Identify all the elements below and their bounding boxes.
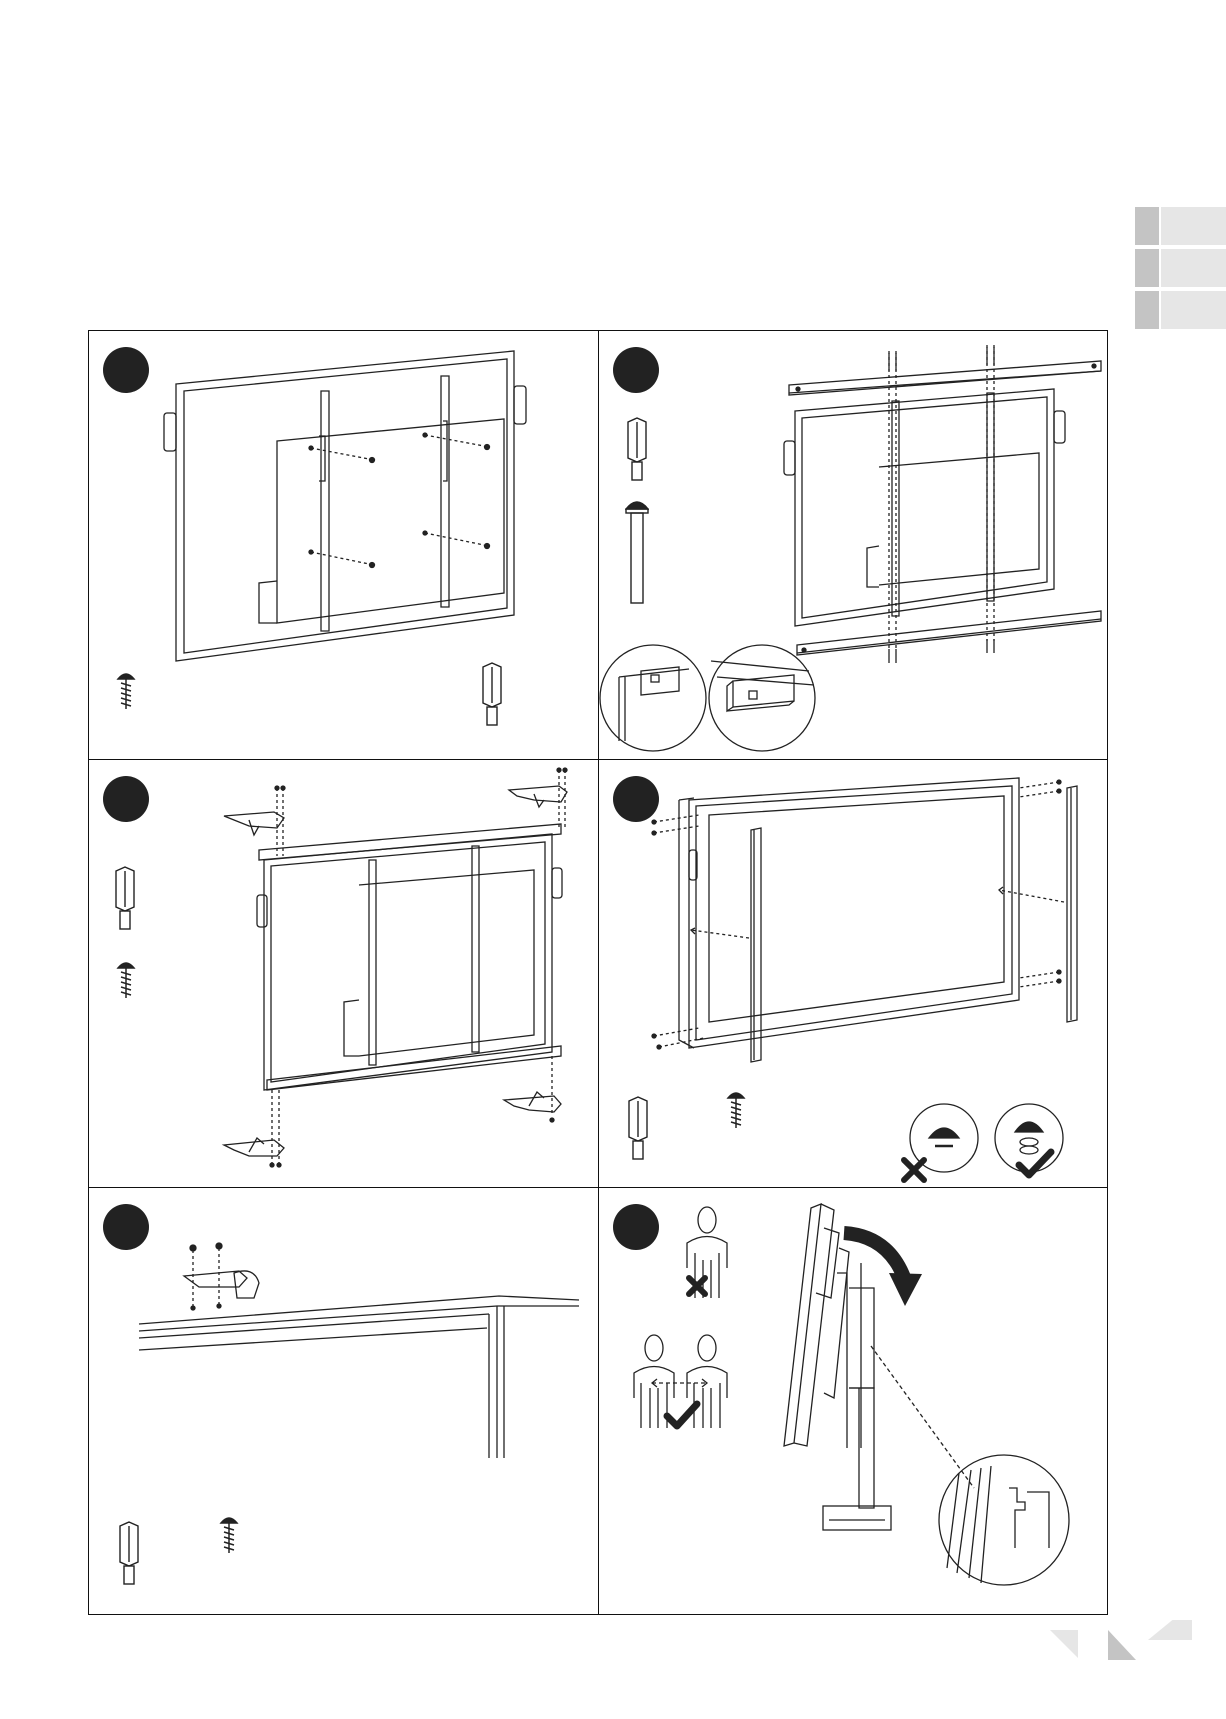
hex-bit-icon [626, 1095, 650, 1163]
step-panel-3 [89, 760, 598, 1187]
step-panel-6 [599, 1188, 1109, 1616]
hex-bit-icon [113, 865, 137, 933]
screw-icon [219, 1515, 239, 1555]
hex-bit-icon [625, 416, 649, 484]
screw-icon [726, 1090, 746, 1130]
hex-bit-icon [479, 661, 505, 729]
step-panel-1 [89, 331, 598, 759]
step-1-illustration [89, 331, 598, 759]
step-5-illustration [89, 1188, 598, 1616]
corner-decoration [1040, 1620, 1200, 1700]
step-6-illustration [599, 1188, 1109, 1616]
step-4-illustration [599, 760, 1109, 1187]
wrong-mark [904, 1160, 924, 1180]
instruction-grid [88, 330, 1108, 1615]
screw-icon [116, 671, 136, 711]
step-3-illustration [89, 760, 598, 1187]
step-panel-4 [599, 760, 1109, 1187]
hex-bit-icon [117, 1520, 141, 1588]
screw-icon [116, 960, 136, 1000]
step-2-illustration [599, 331, 1109, 759]
step-panel-2 [599, 331, 1109, 759]
long-bolt-icon [625, 497, 649, 607]
step-panel-5 [89, 1188, 598, 1616]
two-people-icon [634, 1335, 727, 1428]
